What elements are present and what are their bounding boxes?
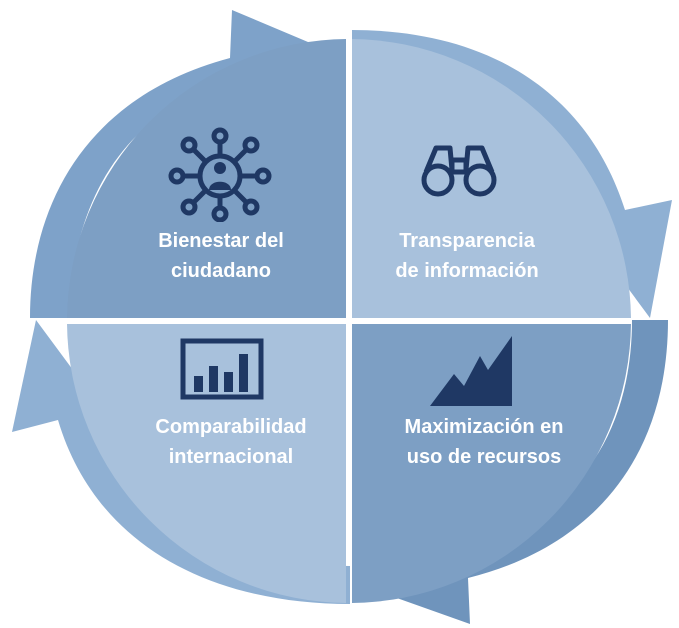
label-top-left-line2: ciudadano — [170, 260, 271, 282]
quadrant-bottom-left — [67, 324, 346, 603]
label-bottom-left-line2: internacional — [168, 446, 294, 468]
label-bottom-left-line1: Comparabilidad — [155, 416, 307, 438]
mountain-chart-icon — [430, 336, 512, 406]
label-top-right: Transparencia de información — [364, 226, 570, 286]
quadrant-top-left — [67, 39, 346, 318]
label-bottom-right: Maximización en uso de recursos — [366, 412, 602, 472]
binoculars-icon — [421, 145, 497, 197]
person-network-icon — [168, 127, 272, 222]
label-bottom-left: Comparabilidad internacional — [118, 412, 344, 472]
quadrants — [67, 39, 631, 603]
label-top-right-line1: Transparencia — [399, 230, 535, 252]
label-top-left-line1: Bienestar del — [158, 230, 284, 252]
quadrant-bottom-right — [352, 324, 631, 603]
label-top-left: Bienestar del ciudadano — [118, 226, 324, 286]
label-top-right-line2: de información — [395, 260, 539, 282]
label-bottom-right-line1: Maximización en — [404, 416, 564, 438]
bar-chart-icon — [180, 338, 264, 400]
label-bottom-right-line2: uso de recursos — [406, 446, 562, 468]
